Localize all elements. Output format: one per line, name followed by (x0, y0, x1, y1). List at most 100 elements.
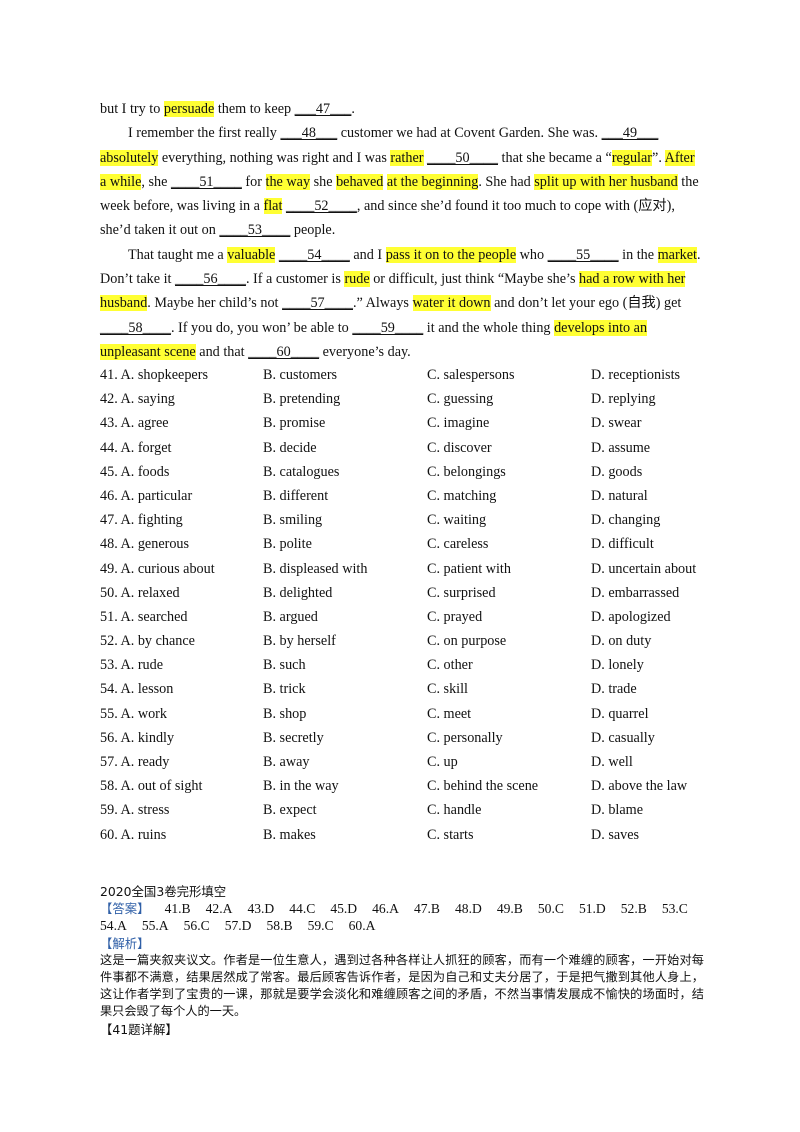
answer-heading: 2020全国3卷完形填空 (100, 884, 227, 899)
highlighted-phrase: behaved (336, 173, 384, 190)
option-d: D. quarrel (591, 705, 649, 722)
option-a: 51. A. searched (100, 608, 188, 625)
answer-key: 44.C (289, 901, 316, 917)
option-a: 46. A. particular (100, 487, 193, 504)
blank: ___48___ (280, 125, 338, 142)
option-a: 60. A. ruins (100, 826, 167, 843)
option-c: C. salespersons (427, 367, 515, 383)
highlighted-phrase: rude (344, 271, 370, 288)
answer-key: 45.D (330, 901, 358, 917)
option-b: B. different (263, 487, 329, 504)
blank: ____51____ (170, 173, 242, 190)
option-d: D. natural (591, 487, 648, 504)
option-c: C. up (427, 754, 458, 770)
answer-key: 57.D (224, 918, 252, 934)
option-b: B. makes (263, 826, 316, 843)
highlighted-phrase: water it down (412, 295, 491, 312)
option-c: C. other (427, 657, 473, 674)
option-b: B. argued (263, 608, 318, 625)
answer-key: 51.D (578, 901, 606, 917)
option-d: D. difficult (591, 536, 654, 553)
option-d: D. casually (591, 729, 655, 746)
option-d: D. goods (591, 463, 643, 480)
option-a: 50. A. relaxed (100, 584, 180, 601)
highlighted-phrase: at the beginning (386, 173, 479, 190)
option-c: C. starts (427, 826, 474, 843)
option-c: C. imagine (427, 415, 490, 432)
blank: ____54____ (278, 246, 350, 263)
highlighted-phrase: market (657, 246, 697, 263)
blank: ___49___ (601, 125, 659, 142)
passage-text: that she became a “ (497, 149, 612, 166)
answer-key: 43.D (247, 901, 275, 917)
highlighted-phrase: split up with her husband (534, 173, 678, 190)
passage-text: . If a customer is (245, 271, 345, 288)
passage-text: ”. (652, 149, 665, 166)
option-a: 52. A. by chance (100, 633, 195, 650)
option-d: D. saves (591, 826, 640, 843)
passage-text: and that (195, 343, 249, 360)
option-d: D. replying (591, 391, 656, 408)
option-b: B. displeased with (263, 560, 368, 577)
passage-text: . (351, 101, 355, 117)
option-c: C. careless (427, 536, 489, 553)
option-c: C. behind the scene (427, 778, 539, 795)
option-b: B. decide (263, 439, 317, 456)
answer-key: 47.B (413, 901, 440, 917)
highlighted-phrase: persuade (163, 101, 215, 117)
option-a: 49. A. curious about (100, 560, 215, 577)
blank: ____58____ (100, 319, 171, 336)
option-d: D. lonely (591, 657, 644, 674)
blank: ____60____ (248, 343, 320, 360)
option-d: D. receptionists (591, 367, 681, 383)
answer-key: 42.A (205, 901, 233, 917)
answer-key: 50.C (537, 901, 564, 917)
passage-text: for (241, 173, 266, 190)
option-d: D. above the law (591, 778, 688, 795)
passage-line-0: but I try to persuade them to keep ___47… (100, 97, 704, 121)
option-a: 58. A. out of sight (100, 778, 203, 795)
option-c: C. personally (427, 729, 503, 746)
blank: ____55____ (547, 246, 619, 263)
passage-text: and I (349, 246, 386, 263)
option-d: D. trade (591, 681, 637, 698)
option-a: 43. A. agree (100, 415, 169, 432)
highlighted-phrase: absolutely (100, 149, 159, 166)
passage-text: she (310, 173, 337, 190)
option-a: 45. A. foods (100, 463, 170, 480)
option-c: C. on purpose (427, 633, 507, 650)
passage-text: everything, nothing was right and I was (158, 149, 391, 166)
passage-text: , she (141, 173, 171, 190)
option-c: C. skill (427, 681, 468, 698)
blank: ___47___ (294, 101, 352, 117)
passage-text: and don’t let your ego (自我) get (490, 295, 682, 312)
option-a: 47. A. fighting (100, 512, 183, 529)
option-a: 59. A. stress (100, 802, 170, 819)
option-c: C. handle (427, 802, 482, 819)
option-a: 54. A. lesson (100, 681, 174, 698)
passage-text: them to keep (214, 101, 295, 117)
passage-text: .” Always (353, 295, 413, 312)
highlighted-phrase: rather (390, 149, 424, 166)
option-b: B. away (263, 754, 310, 770)
blank: ____57____ (282, 295, 353, 312)
answer-key: 49.B (496, 901, 523, 917)
option-b: B. polite (263, 536, 312, 553)
option-b: B. shop (263, 705, 307, 722)
option-b: B. such (263, 657, 306, 674)
option-d: D. well (591, 754, 633, 770)
option-a: 41. A. shopkeepers (100, 367, 208, 383)
